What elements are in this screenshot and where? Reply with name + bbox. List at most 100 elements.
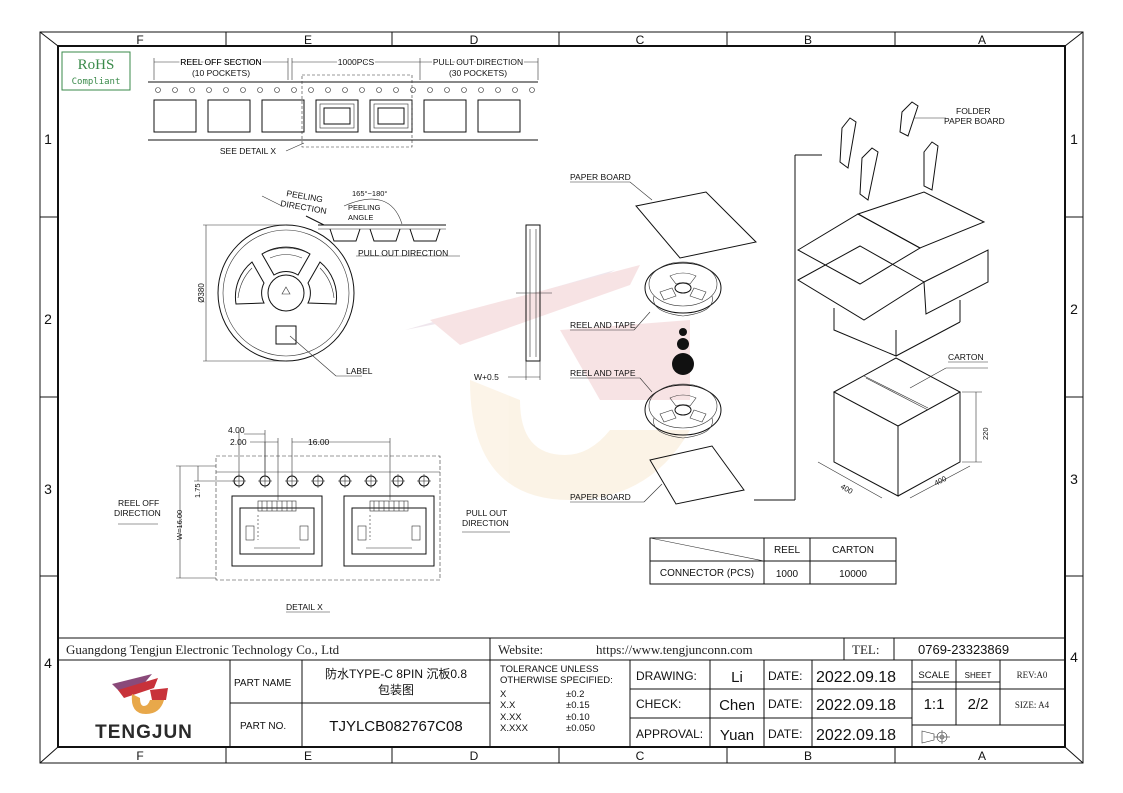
svg-text:±0.10: ±0.10: [566, 712, 590, 723]
svg-text:Compliant: Compliant: [72, 77, 121, 87]
svg-text:TOLERANCE UNLESS: TOLERANCE UNLESS: [500, 664, 599, 675]
svg-text:PULL OUT: PULL OUT: [466, 508, 507, 518]
svg-text:4: 4: [44, 655, 52, 671]
svg-text:REEL AND TAPE: REEL AND TAPE: [570, 320, 636, 330]
zone-letters-top: F E D C B A: [136, 33, 986, 47]
svg-text:W=16.00: W=16.00: [175, 510, 184, 540]
svg-text:1000PCS: 1000PCS: [338, 57, 375, 67]
svg-text:SEE DETAIL X: SEE DETAIL X: [220, 146, 277, 156]
svg-text:FOLDER: FOLDER: [956, 106, 990, 116]
quantity-table: [649, 537, 897, 585]
svg-text:1: 1: [1070, 131, 1078, 147]
svg-text:CARTON: CARTON: [948, 352, 984, 362]
svg-text:4: 4: [1070, 649, 1078, 665]
svg-text:DATE:: DATE:: [768, 697, 802, 711]
svg-text:D: D: [470, 33, 479, 47]
svg-text:DIRECTION: DIRECTION: [462, 518, 509, 528]
svg-text:DETAIL X: DETAIL X: [286, 602, 323, 612]
title-block: [58, 637, 1065, 747]
svg-text:X: X: [500, 689, 507, 700]
qty-reel-value: 1000: [776, 569, 799, 580]
svg-text:220: 220: [981, 427, 990, 440]
title-block-text: Guangdong Tengjun Electronic Technology …: [66, 642, 1050, 744]
svg-text:165°~180°: 165°~180°: [352, 189, 387, 198]
svg-text:A: A: [978, 33, 986, 47]
svg-text:LABEL: LABEL: [346, 366, 373, 376]
packing-exploded: [570, 101, 989, 505]
svg-text:W+0.5: W+0.5: [474, 372, 499, 382]
svg-text:X.XXX: X.XXX: [500, 723, 529, 734]
part-name: 防水TYPE-C 8PIN 沉板0.8: [325, 666, 467, 681]
svg-text:PEELING: PEELING: [348, 203, 381, 212]
zone-numbers: 1 2 3 4 1 2 3 4: [44, 131, 1078, 671]
date-approval: 2022.09.18: [816, 727, 896, 744]
svg-text:RoHS: RoHS: [78, 57, 115, 73]
svg-text:DIRECTION: DIRECTION: [114, 508, 161, 518]
qty-row-label: CONNECTOR (PCS): [660, 568, 754, 579]
scale-value: 1:1: [924, 696, 945, 713]
peeling-labels: PEELING DIRECTION 165°~180° PEELING ANGL…: [280, 188, 449, 258]
svg-text:PULL OUT DIRECTION: PULL OUT DIRECTION: [358, 248, 448, 258]
svg-text:F: F: [136, 749, 143, 763]
qty-col-carton: CARTON: [832, 545, 874, 556]
company-name: Guangdong Tengjun Electronic Technology …: [66, 642, 340, 657]
detail-labels: 4.00 2.00 16.00 1.75 W=16.00 REEL OFF DI…: [114, 425, 509, 612]
svg-text:DATE:: DATE:: [768, 727, 802, 741]
reel-side-view: [508, 224, 552, 380]
svg-text:(10 POCKETS): (10 POCKETS): [192, 68, 250, 78]
svg-text:PAPER BOARD: PAPER BOARD: [570, 172, 631, 182]
svg-text:REEL AND TAPE: REEL AND TAPE: [570, 368, 636, 378]
watermark-logo: [405, 265, 690, 500]
svg-text:DATE:: DATE:: [768, 669, 802, 683]
svg-text:A: A: [978, 749, 986, 763]
sheet-value: 2/2: [968, 696, 989, 713]
carrier-tape-strip: [148, 58, 539, 148]
drawn-by: Li: [731, 669, 743, 686]
svg-text:PART NO.: PART NO.: [240, 721, 286, 732]
checked-by: Chen: [719, 697, 755, 714]
svg-text:C: C: [636, 33, 645, 47]
zone-letters-bottom: F E D C B A: [136, 749, 986, 763]
svg-text:B: B: [804, 33, 812, 47]
approved-by: Yuan: [720, 727, 754, 744]
svg-text:PART NAME: PART NAME: [234, 678, 292, 689]
svg-text:±0.050: ±0.050: [566, 723, 595, 734]
svg-text:REEL OFF SECTION: REEL OFF SECTION: [180, 57, 261, 67]
svg-text:APPROVAL:: APPROVAL:: [636, 727, 703, 741]
svg-text:±0.15: ±0.15: [566, 700, 590, 711]
svg-text:CHECK:: CHECK:: [636, 697, 681, 711]
svg-text:3: 3: [1070, 471, 1078, 487]
svg-text:PAPER BOARD: PAPER BOARD: [570, 492, 631, 502]
svg-text:2: 2: [1070, 301, 1078, 317]
tape-labels: REEL OFF SECTION REEL OFF SECTION (10 PO…: [179, 56, 525, 157]
svg-text:400: 400: [839, 482, 854, 496]
date-drawing: 2022.09.18: [816, 669, 896, 686]
svg-text:3: 3: [44, 481, 52, 497]
svg-text:±0.2: ±0.2: [566, 689, 584, 700]
svg-text:TEL:: TEL:: [852, 642, 879, 657]
svg-text:(30 POCKETS): (30 POCKETS): [449, 68, 507, 78]
svg-text:OTHERWISE SPECIFIED:: OTHERWISE SPECIFIED:: [500, 675, 613, 686]
svg-text:REEL OFF SECTION: REEL OFF SECTION: [180, 57, 261, 67]
svg-text:1.75: 1.75: [193, 483, 202, 498]
packing-labels: PAPER BOARD REEL AND TAPE REEL AND TAPE …: [570, 106, 1005, 502]
svg-text:2.00: 2.00: [230, 437, 247, 447]
website: https://www.tengjunconn.com: [596, 642, 753, 657]
svg-text:ANGLE: ANGLE: [348, 213, 373, 222]
telephone: 0769-23323869: [918, 642, 1009, 657]
part-number: TJYLCB082767C08: [329, 718, 462, 735]
svg-text:TENGJUN: TENGJUN: [95, 722, 193, 743]
reel-front-view: [203, 224, 362, 377]
svg-text:C: C: [636, 749, 645, 763]
svg-text:E: E: [304, 33, 312, 47]
svg-text:DRAWING:: DRAWING:: [636, 669, 697, 683]
svg-text:4.00: 4.00: [228, 425, 245, 435]
projection-symbol: [921, 730, 950, 744]
svg-text:SHEET: SHEET: [965, 671, 992, 680]
svg-text:B: B: [804, 749, 812, 763]
svg-text:PAPER BOARD: PAPER BOARD: [944, 116, 1005, 126]
company-logo: TENGJUN: [95, 674, 193, 743]
svg-text:Ø380: Ø380: [197, 283, 206, 303]
rohs-stamp: RoHS Compliant: [61, 51, 131, 91]
revision: REV:A0: [1017, 670, 1048, 680]
